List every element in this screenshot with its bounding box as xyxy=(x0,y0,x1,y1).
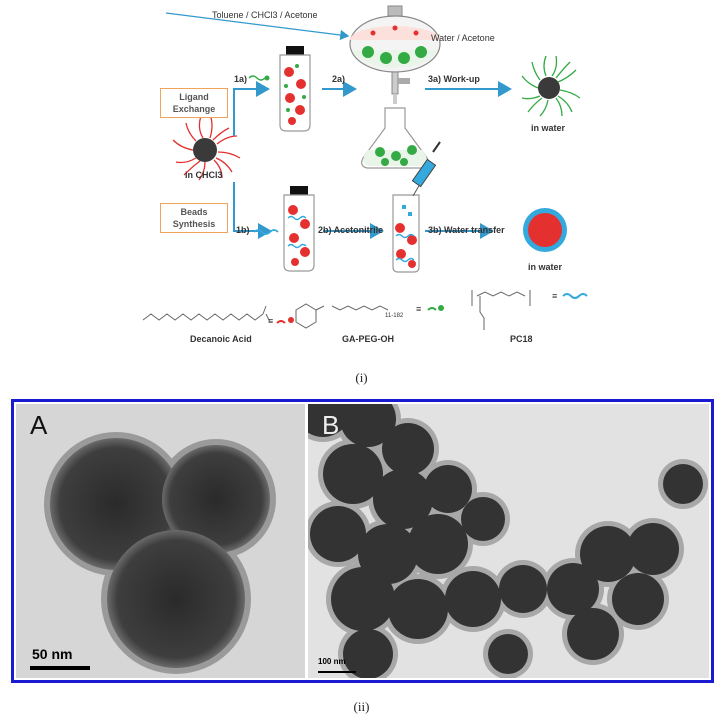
vial-acetonitrile xyxy=(392,141,441,273)
label-step-2b: 2b) Acetonitrile xyxy=(318,225,384,235)
tem-bead xyxy=(567,608,619,660)
tem-bead xyxy=(331,567,395,631)
label-in-water-bottom: in water xyxy=(528,262,563,272)
legend-pc18: PC18 xyxy=(510,334,533,344)
box-beads-line2: Synthesis xyxy=(172,219,216,229)
tem-bead xyxy=(627,523,679,575)
vial-beads-synthesis xyxy=(253,186,315,272)
tem-bead xyxy=(408,514,468,574)
label-step-2a: 2a) xyxy=(332,74,346,84)
caption-i: (i) xyxy=(355,370,368,385)
vial-ligand-exchange xyxy=(248,46,311,132)
box-ligand-line1: Ligand xyxy=(179,92,209,102)
legend-ga-peg-oh: GA-PEG-OH xyxy=(342,334,395,344)
caption-ii: (ii) xyxy=(353,699,370,714)
tem-bead xyxy=(388,579,448,639)
tem-panel-a: A 50 nm xyxy=(16,404,305,678)
scale-bar-a xyxy=(30,666,90,670)
tem-bead xyxy=(499,565,547,613)
tem-bead xyxy=(382,423,434,475)
bead-water xyxy=(523,208,567,252)
scheme-graphics xyxy=(142,5,588,330)
nanoparticle-water-green xyxy=(521,55,581,117)
tem-bead xyxy=(340,404,396,447)
tem-bead xyxy=(488,634,528,674)
tem-a-image xyxy=(44,432,276,674)
box-ligand-line2: Exchange xyxy=(172,104,216,114)
nanoparticle-start xyxy=(172,113,241,181)
arrows xyxy=(165,12,512,239)
tem-bead xyxy=(343,629,393,678)
legend-peg-subscript: 11-182 xyxy=(385,313,404,319)
tem-bead xyxy=(308,404,351,437)
legend-structures xyxy=(142,290,588,330)
box-ligand-exchange: Ligand Exchange xyxy=(160,88,228,118)
label-step-1a: 1a) xyxy=(234,74,248,84)
scale-label-a: 50 nm xyxy=(32,646,73,662)
tem-bead xyxy=(373,469,433,529)
tem-bead xyxy=(612,573,664,625)
tem-frame: A 50 nm B 100 nm xyxy=(11,399,714,683)
tem-b-beads xyxy=(308,404,708,678)
label-solvents-funnel: Water / Acetone xyxy=(431,33,495,43)
tem-panel-b: B 100 nm xyxy=(308,404,709,678)
tem-bead xyxy=(547,563,599,615)
label-step-3b: 3b) Water transfer xyxy=(428,225,505,235)
legend-decanoic-acid: Decanoic Acid xyxy=(190,334,252,344)
tem-label-b: B xyxy=(322,410,340,440)
tem-bead xyxy=(445,571,501,627)
tem-bead xyxy=(663,464,703,504)
label-in-chcl3: in CHCl3 xyxy=(185,170,223,180)
tem-bead xyxy=(461,497,505,541)
tem-bead xyxy=(323,444,383,504)
legend-equiv-1: ≡ xyxy=(268,316,274,326)
scale-bar-b xyxy=(318,671,356,673)
box-beads-line1: Beads xyxy=(180,207,208,217)
tem-bead xyxy=(580,526,636,582)
tem-bead xyxy=(424,465,472,513)
legend-equiv-2: ≡ xyxy=(416,304,422,314)
label-step-1b: 1b) xyxy=(236,225,250,235)
tem-bead xyxy=(310,506,366,562)
label-solvents-top: Toluene / CHCl3 / Acetone xyxy=(212,10,318,20)
tem-label-a: A xyxy=(30,410,48,440)
box-beads-synthesis: Beads Synthesis xyxy=(160,203,228,233)
legend-equiv-3: ≡ xyxy=(552,291,558,301)
syringe-icon xyxy=(411,141,441,197)
scheme: Toluene / CHCl3 / Acetone Water / Aceton… xyxy=(142,5,588,344)
separating-funnel xyxy=(349,5,441,169)
label-step-3a: 3a) Work-up xyxy=(428,74,480,84)
tem-b-image xyxy=(308,404,708,678)
label-in-water-top: in water xyxy=(531,123,566,133)
scale-label-b: 100 nm xyxy=(318,657,346,666)
